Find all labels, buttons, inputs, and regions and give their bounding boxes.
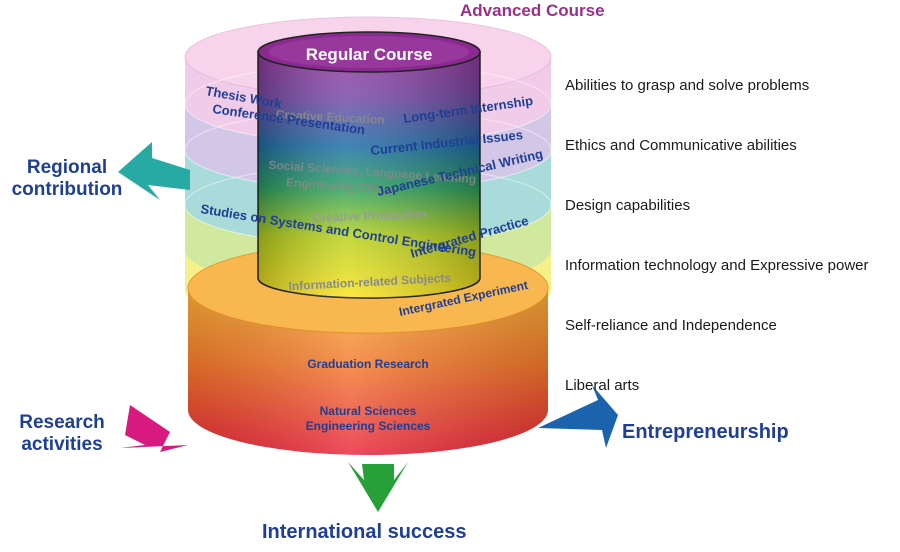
regional-line-1: Regional bbox=[26, 157, 108, 178]
regional-arrow bbox=[118, 142, 190, 200]
ability-liberal-arts: Liberal arts bbox=[565, 377, 640, 394]
outcome-international-success: International success bbox=[262, 521, 467, 543]
label-creative-production: Creative Production bbox=[313, 207, 427, 225]
ability-information-technology: Information technology and Expressive po… bbox=[565, 257, 869, 274]
advanced-course-title: Advanced Course bbox=[460, 1, 605, 20]
regular-course-tube bbox=[257, 31, 481, 299]
base-side-shade bbox=[188, 288, 548, 455]
label-creative-education: Creative Education bbox=[276, 107, 385, 127]
research-arrow bbox=[120, 405, 188, 452]
entrepreneurship-arrow bbox=[538, 385, 618, 448]
outcome-research-activities: Research activities bbox=[2, 412, 122, 456]
research-line-2: activities bbox=[21, 433, 103, 455]
regular-course-title: Regular Course bbox=[306, 45, 433, 64]
ability-ethics-communication: Ethics and Communicative abilities bbox=[565, 137, 797, 154]
label-graduation-research: Graduation Research bbox=[307, 357, 428, 371]
outcome-regional-contribution: Regional contribution bbox=[2, 157, 132, 201]
tube-top-glow bbox=[269, 36, 469, 68]
label-natural-sciences: Natural Sciences bbox=[320, 404, 417, 418]
tube-shade bbox=[258, 52, 480, 298]
ability-design: Design capabilities bbox=[565, 197, 691, 214]
ability-self-reliance: Self-reliance and Independence bbox=[565, 317, 777, 334]
ability-problem-solving: Abilities to grasp and solve problems bbox=[565, 77, 810, 94]
research-line-1: Research bbox=[19, 412, 105, 433]
regional-line-2: contribution bbox=[11, 178, 123, 200]
international-arrow bbox=[348, 462, 408, 512]
outcome-entrepreneurship: Entrepreneurship bbox=[622, 421, 789, 443]
label-engineering-sciences: Engineering Sciences bbox=[306, 419, 431, 433]
